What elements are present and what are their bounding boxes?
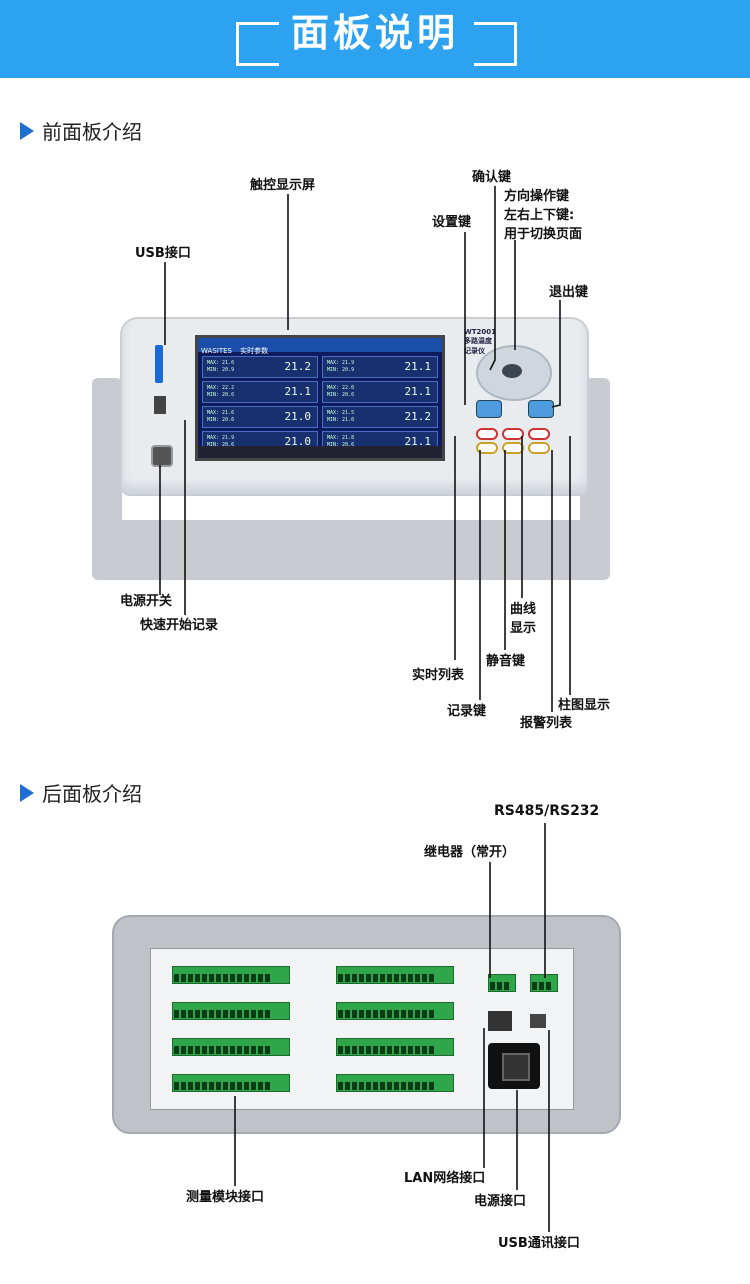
channel-value: 21.2 bbox=[284, 360, 312, 373]
label-power-switch: 电源开关 bbox=[120, 594, 173, 609]
lan-port-icon bbox=[488, 1011, 512, 1031]
label-quick-record: 快速开始记录 bbox=[140, 618, 219, 633]
module-terminal bbox=[336, 1002, 454, 1020]
label-touch-screen: 触控显示屏 bbox=[250, 178, 316, 193]
usb-b-port-icon bbox=[530, 1014, 546, 1028]
alarm-key-icon bbox=[528, 442, 550, 454]
enter-key-icon bbox=[502, 364, 522, 378]
rear-section-heading: 后面板介绍 bbox=[20, 778, 142, 807]
module-terminal bbox=[172, 1074, 290, 1092]
record-key-icon bbox=[476, 442, 498, 454]
model-label: WT2001 多路温度记录仪 bbox=[464, 328, 496, 355]
label-module: 测量模块接口 bbox=[186, 1190, 265, 1205]
screen-brand: WASITES bbox=[201, 347, 232, 355]
module-terminal bbox=[172, 1038, 290, 1056]
power-button-icon bbox=[151, 445, 173, 467]
label-realtime-list: 实时列表 bbox=[412, 668, 465, 683]
label-mute-key: 静音键 bbox=[486, 654, 526, 669]
settings-key-icon bbox=[476, 400, 502, 418]
channel-value: 21.0 bbox=[284, 435, 312, 448]
triangle-bullet-icon bbox=[20, 783, 34, 802]
label-power-port: 电源接口 bbox=[474, 1194, 527, 1209]
channel-value: 21.1 bbox=[404, 435, 432, 448]
header-banner bbox=[0, 0, 750, 78]
banner-frame-right bbox=[474, 22, 517, 66]
label-confirm-key: 确认键 bbox=[472, 170, 512, 185]
banner-frame-left bbox=[236, 22, 279, 66]
module-terminal bbox=[336, 1038, 454, 1056]
front-section-title: 前面板介绍 bbox=[42, 120, 142, 144]
channel-value: 21.1 bbox=[284, 385, 312, 398]
bar-key-icon bbox=[528, 428, 550, 440]
mute-key-icon bbox=[502, 442, 524, 454]
label-bar-display: 柱图显示 bbox=[558, 698, 611, 713]
label-rs485: RS485/RS232 bbox=[494, 803, 600, 819]
page-title: 面板说明 bbox=[290, 11, 459, 55]
channel-value: 21.2 bbox=[404, 410, 432, 423]
power-socket-icon bbox=[488, 1043, 540, 1089]
label-usb-port: USB接口 bbox=[135, 246, 191, 261]
label-alarm-list: 报警列表 bbox=[520, 716, 573, 731]
channel-value: 21.0 bbox=[284, 410, 312, 423]
screen-header: WASITES 实时参数 bbox=[198, 338, 442, 355]
label-settings-key: 设置键 bbox=[432, 215, 472, 230]
front-usb-port bbox=[154, 396, 166, 414]
rear-section-title: 后面板介绍 bbox=[42, 782, 142, 806]
channel-value: 21.1 bbox=[404, 360, 432, 373]
screen-footer bbox=[198, 446, 442, 458]
triangle-bullet-icon bbox=[20, 121, 34, 140]
screen-page: 实时参数 bbox=[240, 347, 269, 355]
module-terminal bbox=[336, 1074, 454, 1092]
label-record-key: 记录键 bbox=[447, 704, 487, 719]
relay-terminal bbox=[488, 974, 516, 992]
rs485-terminal bbox=[530, 974, 558, 992]
label-lan: LAN网络接口 bbox=[404, 1171, 486, 1186]
module-terminal bbox=[172, 966, 290, 984]
exit-key-icon bbox=[528, 400, 554, 418]
label-relay: 继电器（常开） bbox=[424, 845, 516, 860]
label-direction-keys: 方向操作键 左右上下键: 用于切换页面 bbox=[504, 189, 583, 242]
label-exit-key: 退出键 bbox=[549, 285, 589, 300]
label-usb-comm: USB通讯接口 bbox=[498, 1236, 580, 1251]
front-section-heading: 前面板介绍 bbox=[20, 116, 142, 145]
module-terminal bbox=[172, 1002, 290, 1020]
sd-slot bbox=[155, 345, 163, 383]
list-key-icon bbox=[476, 428, 498, 440]
channel-value: 21.1 bbox=[404, 385, 432, 398]
module-terminal bbox=[336, 966, 454, 984]
device-stand-bar bbox=[92, 520, 610, 580]
label-curve-display: 曲线 显示 bbox=[510, 602, 537, 636]
curve-key-icon bbox=[502, 428, 524, 440]
